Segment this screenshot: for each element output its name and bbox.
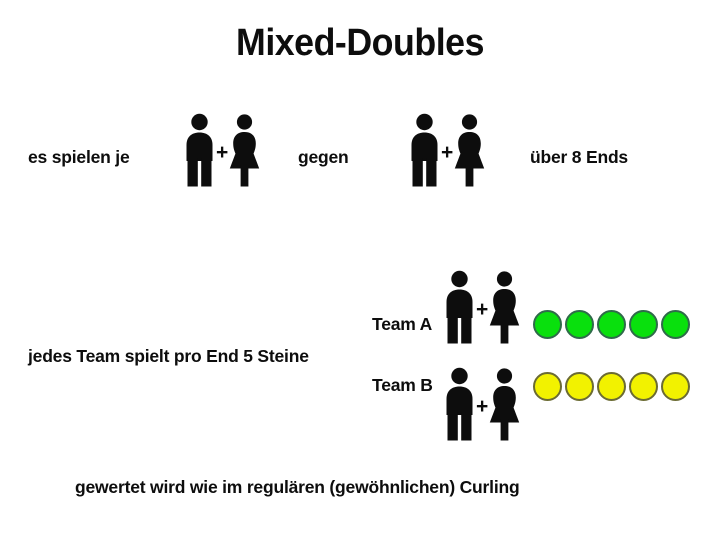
stone-green	[661, 310, 690, 339]
label-scoring-rule: gewertet wird wie im regulären (gewöhnli…	[75, 477, 520, 497]
stone-green	[629, 310, 658, 339]
man-icon	[444, 270, 475, 344]
stone-green	[533, 310, 562, 339]
plus-icon: +	[216, 140, 229, 164]
label-ueber-8-ends: über 8 Ends	[530, 147, 628, 167]
stone-yellow	[629, 372, 658, 401]
stone-yellow	[565, 372, 594, 401]
page-title: Mixed-Doubles	[236, 22, 484, 64]
pictogram-pair-team-b: +	[444, 367, 520, 441]
woman-icon	[454, 113, 485, 187]
stone-green	[565, 310, 594, 339]
man-icon	[409, 113, 440, 187]
stone-yellow	[661, 372, 690, 401]
pictogram-pair-team-left: +	[184, 113, 260, 187]
stone-row-team-b	[533, 372, 690, 401]
plus-icon: +	[476, 394, 489, 418]
woman-icon	[229, 113, 260, 187]
label-team-a: Team A	[372, 314, 433, 334]
man-icon	[444, 367, 475, 441]
plus-icon: +	[441, 140, 454, 164]
stone-row-team-a	[533, 310, 690, 339]
label-stones-per-end: jedes Team spielt pro End 5 Steine	[28, 346, 309, 366]
woman-icon	[489, 367, 520, 441]
plus-icon: +	[476, 297, 489, 321]
man-icon	[184, 113, 215, 187]
label-gegen: gegen	[298, 147, 349, 167]
label-es-spielen-je: es spielen je	[28, 147, 130, 167]
pictogram-pair-team-a: +	[444, 270, 520, 344]
pictogram-pair-team-right: +	[409, 113, 485, 187]
label-team-b: Team B	[372, 375, 433, 395]
stone-yellow	[533, 372, 562, 401]
stone-green	[597, 310, 626, 339]
woman-icon	[489, 270, 520, 344]
stone-yellow	[597, 372, 626, 401]
